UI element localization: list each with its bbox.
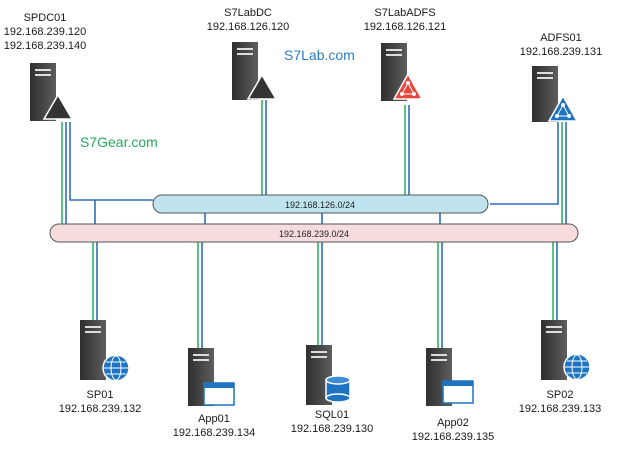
adfs-icon	[392, 72, 424, 100]
server-ip: 192.168.239.132	[58, 403, 142, 415]
network-126-bar	[152, 194, 489, 214]
s7labadfs-label: S7LabADFS 192.168.126.121	[357, 6, 453, 34]
network-connectors	[204, 213, 441, 225]
server-name: S7LabADFS	[374, 7, 436, 19]
server-s7labdc	[232, 42, 278, 100]
app-window-icon	[442, 380, 474, 404]
link-s7labdc	[261, 100, 267, 198]
server-ip: 192.168.126.120	[206, 21, 290, 33]
links	[61, 100, 567, 348]
adfs01-label: ADFS01 192.168.239.131	[513, 31, 609, 59]
server-ip: 192.168.239.133	[518, 403, 602, 415]
dc-triangle-icon	[246, 73, 278, 100]
server-name: ADFS01	[540, 32, 582, 44]
network-239-bar	[49, 223, 579, 243]
app02-label: App02 192.168.239.135	[405, 416, 501, 444]
s7labdc-label: S7LabDC 192.168.126.120	[200, 6, 296, 34]
server-name: S7LabDC	[224, 7, 272, 19]
server-name: App01	[198, 413, 230, 425]
globe-icon	[563, 353, 591, 381]
server-sp02	[541, 320, 591, 381]
domain-s7lab: S7Lab.com	[284, 47, 355, 63]
domain-s7gear: S7Gear.com	[80, 134, 158, 150]
network-239-label: 192.168.239.0/24	[279, 229, 349, 239]
dc-triangle-icon	[42, 93, 74, 120]
link-sql01	[317, 241, 323, 345]
server-app01	[188, 348, 235, 406]
link-sp02	[552, 241, 558, 320]
app-window-icon	[203, 382, 235, 406]
server-ip: 192.168.239.134	[172, 427, 256, 439]
server-name: SPDC01	[23, 12, 67, 24]
server-spdc01	[30, 63, 74, 121]
server-name: SP02	[546, 389, 574, 401]
server-name: SP01	[86, 389, 114, 401]
server-ip: 192.168.239.130	[290, 423, 374, 435]
server-name: SQL01	[314, 409, 350, 421]
server-app02	[426, 348, 474, 406]
server-sql01	[306, 345, 351, 405]
server-ip: 192.168.239.140	[3, 40, 87, 52]
link-app02	[437, 241, 443, 348]
server-sp01	[80, 320, 130, 382]
app01-label: App01 192.168.239.134	[166, 412, 262, 440]
globe-icon	[102, 354, 130, 382]
link-app01	[197, 241, 203, 348]
server-adfs01	[532, 66, 579, 122]
server-ip: 192.168.239.131	[519, 46, 603, 58]
server-ip: 192.168.239.120	[3, 26, 87, 38]
network-126-label: 192.168.126.0/24	[285, 200, 355, 210]
adfs-icon	[547, 94, 579, 122]
database-icon	[325, 375, 351, 403]
link-spdc01	[61, 122, 153, 225]
spdc01-label: SPDC01 192.168.239.120 192.168.239.140	[2, 11, 88, 53]
sql01-label: SQL01 192.168.239.130	[284, 408, 380, 436]
sp02-label: SP02 192.168.239.133	[512, 388, 608, 416]
sp01-label: SP01 192.168.239.132	[52, 388, 148, 416]
link-sp01	[92, 241, 98, 320]
server-name: App02	[437, 417, 469, 429]
server-ip: 192.168.239.135	[411, 431, 495, 443]
server-ip: 192.168.126.121	[363, 21, 447, 33]
link-adfs01	[490, 122, 567, 225]
link-s7labadfs	[404, 105, 410, 198]
server-s7labadfs	[381, 43, 424, 101]
